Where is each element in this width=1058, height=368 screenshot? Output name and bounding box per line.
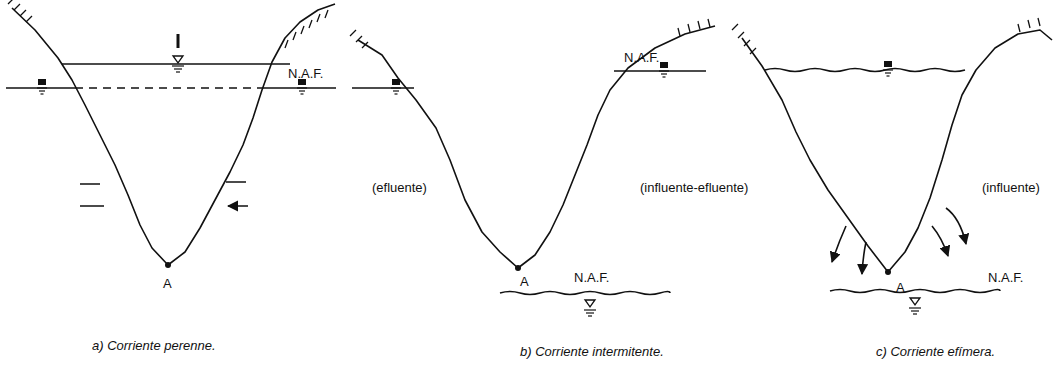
point-label: A: [163, 276, 172, 291]
naf-label: N.A.F.: [288, 66, 323, 81]
flow-type-label: (efluente): [372, 180, 427, 195]
figure-caption: a) Corriente perenne.: [92, 338, 216, 353]
point-label: A: [520, 274, 529, 289]
figure-caption: b) Corriente intermitente.: [520, 344, 664, 359]
flow-type-label: (influente-efluente): [640, 180, 748, 195]
naf-label: N.A.F.: [574, 270, 609, 285]
naf-label: N.A.F.: [988, 270, 1023, 285]
point-label: A: [896, 280, 905, 295]
figure-caption: c) Corriente efímera.: [876, 344, 995, 359]
flow-type-label: (influente): [982, 180, 1040, 195]
naf-label: N.A.F.: [624, 50, 659, 65]
